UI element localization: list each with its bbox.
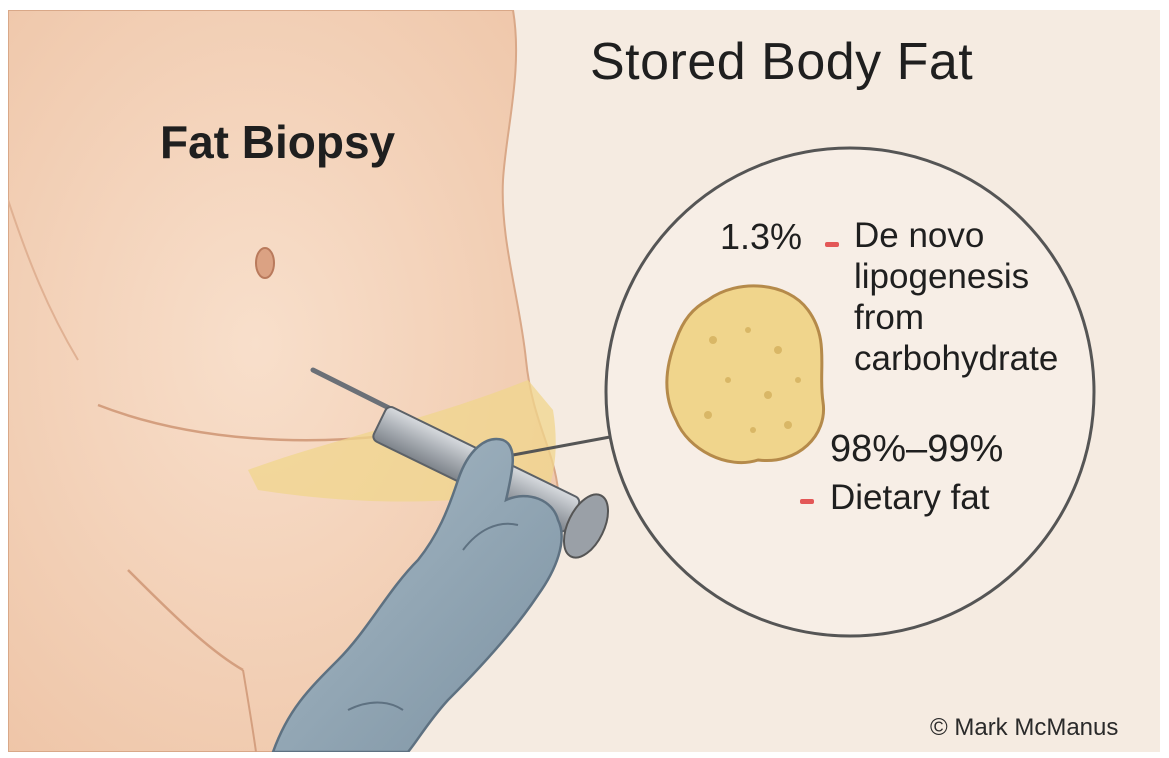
dietary-description: Dietary fat bbox=[830, 478, 990, 518]
dnl-description: De novo lipogenesis from carbohydrate bbox=[854, 215, 1094, 379]
dietary-dash-marker bbox=[800, 499, 814, 504]
fat-tissue-sample-icon bbox=[667, 286, 824, 463]
navel-icon bbox=[256, 248, 274, 278]
procedure-label: Fat Biopsy bbox=[160, 115, 395, 169]
dietary-percent: 98%–99% bbox=[830, 428, 1003, 471]
copyright-notice: © Mark McManus bbox=[930, 714, 1118, 742]
illustration-frame: Stored Body Fat Fat Biopsy 1.3% De novo … bbox=[8, 10, 1160, 752]
page-title: Stored Body Fat bbox=[590, 32, 973, 92]
dnl-dash-marker bbox=[825, 242, 839, 247]
dnl-percent: 1.3% bbox=[720, 216, 802, 258]
